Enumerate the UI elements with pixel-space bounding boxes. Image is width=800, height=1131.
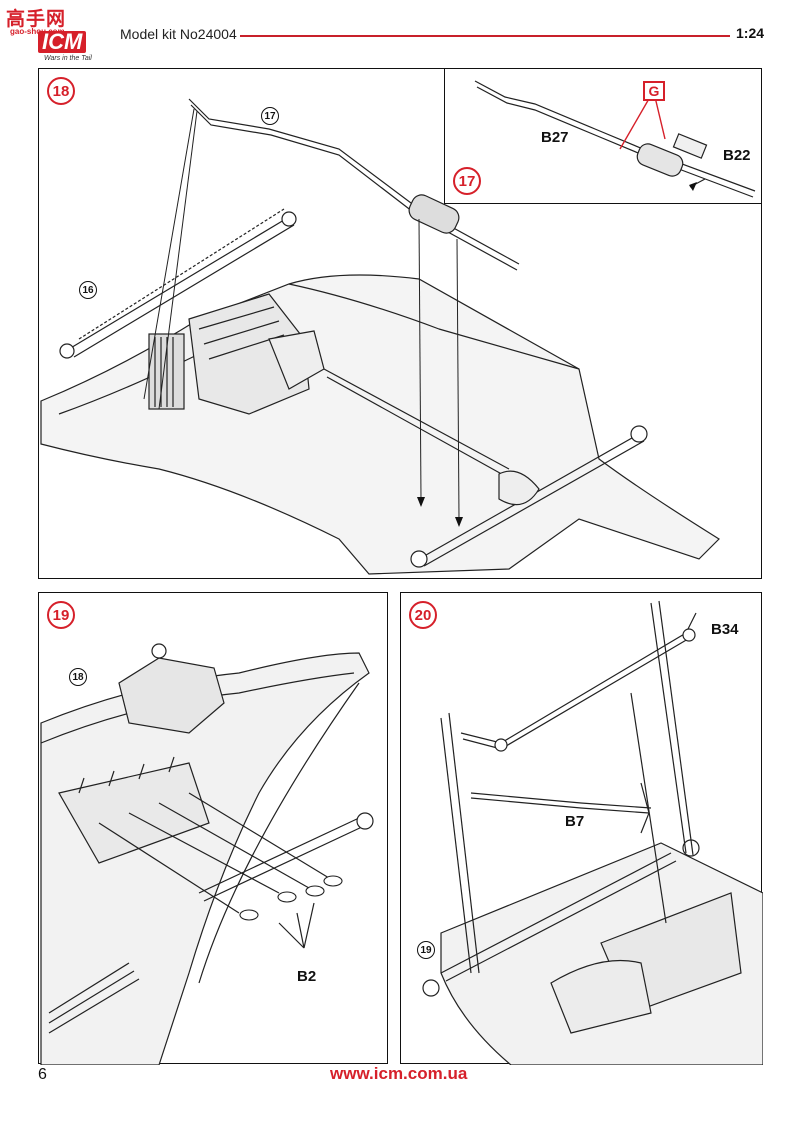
site-logo-chinese: 高手网: [6, 8, 67, 30]
reference-step-18: 18: [69, 668, 87, 686]
step-19-illustration: [40, 643, 374, 1065]
part-label-b27: B27: [541, 129, 569, 146]
reference-step-17: 17: [261, 107, 279, 125]
site-logo-url: gao-shou.com: [10, 27, 65, 36]
icm-logo: ICM: [38, 31, 87, 53]
glue-marker: G: [643, 81, 665, 101]
page-title: Model kit No24004: [120, 26, 237, 42]
header-divider: [240, 35, 730, 37]
icm-logo-tagline: Wars in the Tail: [44, 55, 92, 62]
step-17-illustration: [474, 80, 756, 198]
part-label-b22: B22: [723, 147, 751, 164]
step-17-inset: G B27 B22 17: [444, 68, 762, 204]
page-number: 6: [38, 1066, 47, 1083]
footer-website-link[interactable]: www.icm.com.ua: [330, 1064, 468, 1083]
step-18-badge: 18: [47, 77, 75, 105]
step-19-badge: 19: [47, 601, 75, 629]
step-18-illustration: [40, 98, 720, 575]
part-label-b7: B7: [565, 813, 585, 830]
step-17-badge: 17: [453, 167, 481, 195]
step-20-badge: 20: [409, 601, 437, 629]
scale-label: 1:24: [736, 25, 765, 41]
reference-step-16: 16: [79, 281, 97, 299]
part-label-b2: B2: [297, 968, 317, 985]
part-label-b34: B34: [711, 621, 739, 638]
reference-step-19: 19: [417, 941, 435, 959]
step-19-panel: 19 18 B2: [38, 592, 388, 1065]
step-20-illustration: [422, 600, 763, 1065]
step-20-panel: 20 B34 B7 19: [400, 592, 763, 1065]
